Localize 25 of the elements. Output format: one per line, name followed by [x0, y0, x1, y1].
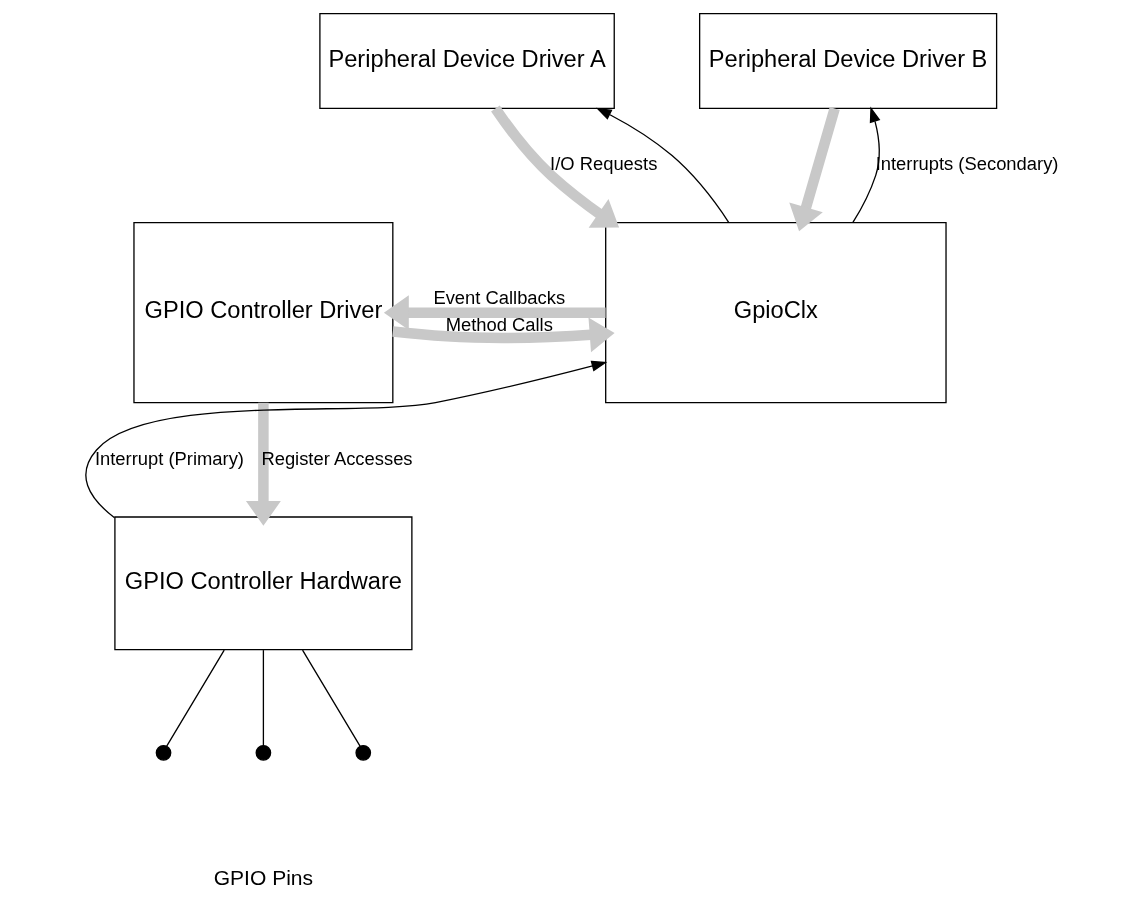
node-circle: [155, 744, 172, 761]
arrow: [245, 402, 281, 526]
arrow: [392, 317, 615, 353]
arrow: [491, 105, 620, 228]
node-box: Peripheral Device Driver A: [319, 13, 615, 109]
node-circle: [355, 744, 372, 761]
node-box: GPIO Controller Hardware: [114, 516, 413, 651]
connector: [301, 649, 361, 747]
node-box: Peripheral Device Driver B: [699, 13, 998, 109]
edge-label: I/O Requests: [550, 153, 658, 175]
connector: [262, 649, 265, 746]
node-box: GpioClx: [605, 222, 947, 404]
connector: [166, 649, 225, 747]
node-box: GPIO Controller Driver: [133, 222, 394, 404]
node-circle: [255, 744, 272, 761]
edge-label: Register Accesses: [261, 447, 413, 469]
edge-label: Event Callbacks: [433, 286, 566, 308]
arrow: [85, 360, 608, 519]
label: GPIO Pins: [213, 865, 314, 889]
arrow: [383, 295, 606, 331]
arrow: [789, 107, 840, 232]
arrow: [595, 107, 730, 224]
arrow: [852, 106, 881, 224]
edge-label: Method Calls: [445, 314, 553, 336]
edge-label: Interrupt (Primary): [94, 447, 244, 469]
